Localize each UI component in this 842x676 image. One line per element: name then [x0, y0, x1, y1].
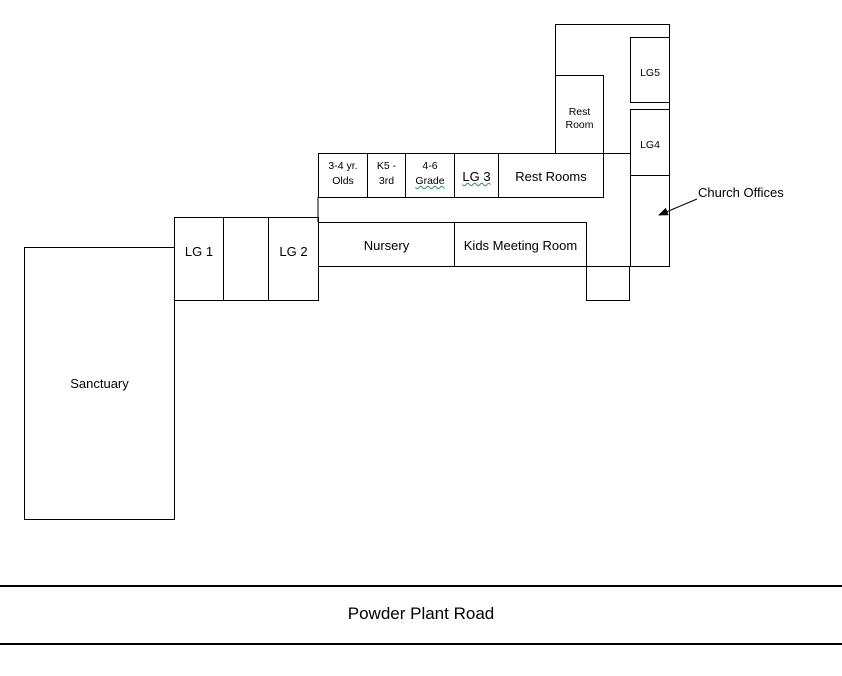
road-top-edge [0, 585, 842, 587]
lg2-label: LG 2 [279, 244, 308, 259]
nursery-label: Nursery [363, 238, 410, 253]
hallway-connector [586, 266, 630, 301]
lg4-room [630, 109, 670, 176]
kids-meeting-room-label: Kids Meeting Room [463, 238, 578, 253]
lg3-label: LG 3 [454, 169, 499, 184]
rest-rooms-room [498, 153, 604, 198]
lg2-room [268, 217, 319, 301]
rest-room-label-line1: Rest [568, 106, 591, 118]
road-name: Powder Plant Road [347, 604, 495, 623]
rest-room-label-line2: Room [565, 119, 594, 131]
lg5-room [630, 37, 670, 103]
k5-3rd-label-line2: 3rd [378, 175, 395, 187]
three-four-yr-olds-label-line1: 3-4 yr. [328, 160, 358, 172]
four-six-grade-label-text: Grade [415, 175, 445, 187]
sanctuary-room [24, 247, 175, 520]
four-six-grade-label-line1: 4-6 [422, 160, 438, 172]
four-six-grade-room [405, 153, 455, 198]
church-offices-arrow [658, 198, 698, 216]
lg1-label: LG 1 [184, 244, 214, 259]
k5-3rd-label-line1: K5 - [376, 160, 397, 172]
unlabeled-room-between-lg1-lg2 [223, 217, 269, 301]
k5-3rd-room [367, 153, 406, 198]
four-six-grade-label-line2: Grade [405, 174, 455, 188]
church-offices-annotation: Church Offices [698, 185, 784, 200]
lg5-label: LG5 [640, 67, 660, 79]
lg3-room [454, 153, 499, 198]
lg4-label: LG4 [640, 139, 660, 151]
sanctuary-label: Sanctuary [70, 376, 129, 391]
nursery-room [318, 222, 455, 267]
lg3-label-text: LG 3 [462, 169, 491, 184]
rest-rooms-label: Rest Rooms [515, 169, 587, 184]
three-four-yr-olds-label-line2: Olds [332, 175, 354, 187]
church-offices-room [630, 175, 670, 267]
lg1-room [174, 217, 224, 301]
road-bottom-edge [0, 643, 842, 645]
rest-room-room [555, 75, 604, 154]
kids-meeting-room [454, 222, 587, 267]
